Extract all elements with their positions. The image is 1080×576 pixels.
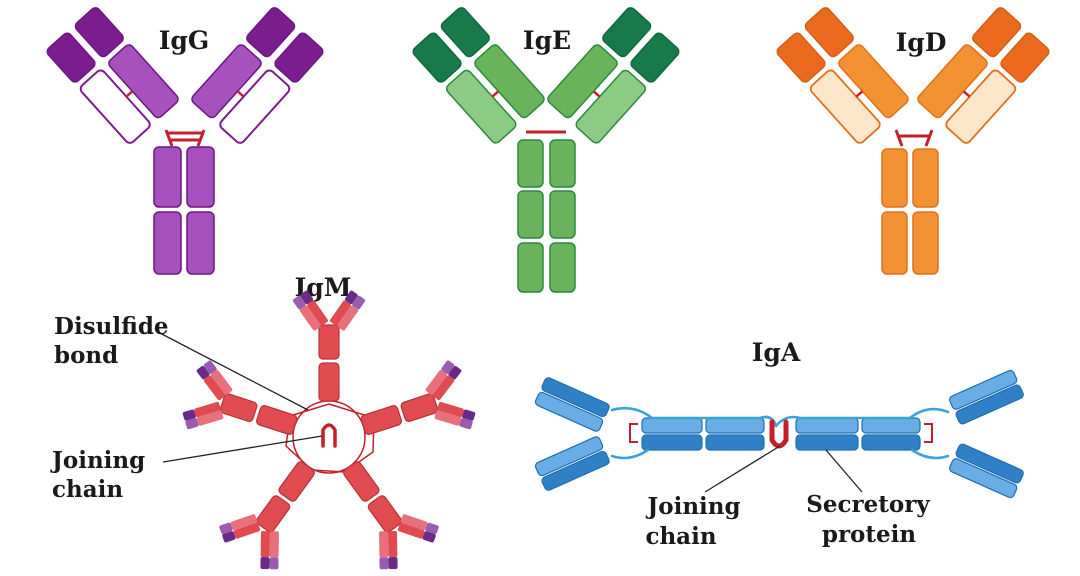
- iga-joining-chain: [769, 419, 789, 449]
- disulfide-label-line1: Disulfide: [54, 313, 169, 340]
- igg-hinge: [164, 129, 206, 147]
- igm-pentamer: IgM: [50, 273, 476, 570]
- iga-secretory-component: [610, 406, 950, 460]
- igm-monomer-right: [360, 360, 476, 435]
- igm-monomer-lower-left: [219, 461, 315, 570]
- igm-joining-chain: [321, 423, 337, 448]
- disulfide-pointer-line: [155, 330, 309, 411]
- iga-joining-label-line1: Joining: [645, 493, 740, 520]
- secretory-label-line1: Secretory: [806, 491, 930, 518]
- ige-left-arm: [412, 7, 545, 144]
- igg-stem: [153, 146, 215, 275]
- iga-left-fab-lower: [534, 436, 610, 491]
- iga-right-fab-lower: [949, 443, 1024, 499]
- ige-right-arm: [547, 7, 680, 144]
- igm-monomer-left: [182, 360, 298, 435]
- iga-right-hinge: [924, 423, 933, 443]
- ige-title: IgE: [523, 26, 571, 55]
- igm-joining-pointer-line: [162, 435, 323, 463]
- igd-stem: [881, 148, 939, 275]
- disulfide-label-line2: bond: [54, 342, 118, 369]
- igm-monomer-top: [292, 290, 366, 402]
- igd-hinge: [894, 129, 934, 147]
- ige-stem: [517, 139, 576, 293]
- iga-joining-label-line2: chain: [645, 523, 716, 550]
- iga-left-hinge: [629, 423, 638, 443]
- iga-dimer: IgA: [534, 338, 1024, 550]
- iga-left-fab-upper: [534, 377, 610, 432]
- iga-left-fc: [641, 417, 765, 451]
- igm-joining-label-line2: chain: [52, 476, 123, 503]
- ige-antibody: IgE: [412, 7, 680, 293]
- iga-right-fab-upper: [949, 369, 1024, 425]
- igg-right-arm: [191, 7, 324, 144]
- iga-title: IgA: [752, 338, 801, 367]
- igg-antibody: IgG: [46, 7, 324, 275]
- igm-joining-label-line1: Joining: [50, 447, 145, 474]
- igg-left-arm: [46, 7, 179, 144]
- igm-monomer-lower-right: [343, 461, 439, 570]
- igd-antibody: IgD: [776, 7, 1050, 275]
- igd-right-arm: [917, 7, 1050, 144]
- igd-title: IgD: [896, 28, 947, 57]
- iga-right-fc: [795, 417, 921, 451]
- secretory-pointer-line: [825, 449, 863, 493]
- igd-left-arm: [776, 7, 909, 144]
- iga-joining-pointer-line: [704, 445, 781, 493]
- secretory-label-line2: protein: [822, 521, 917, 548]
- igg-title: IgG: [159, 26, 210, 55]
